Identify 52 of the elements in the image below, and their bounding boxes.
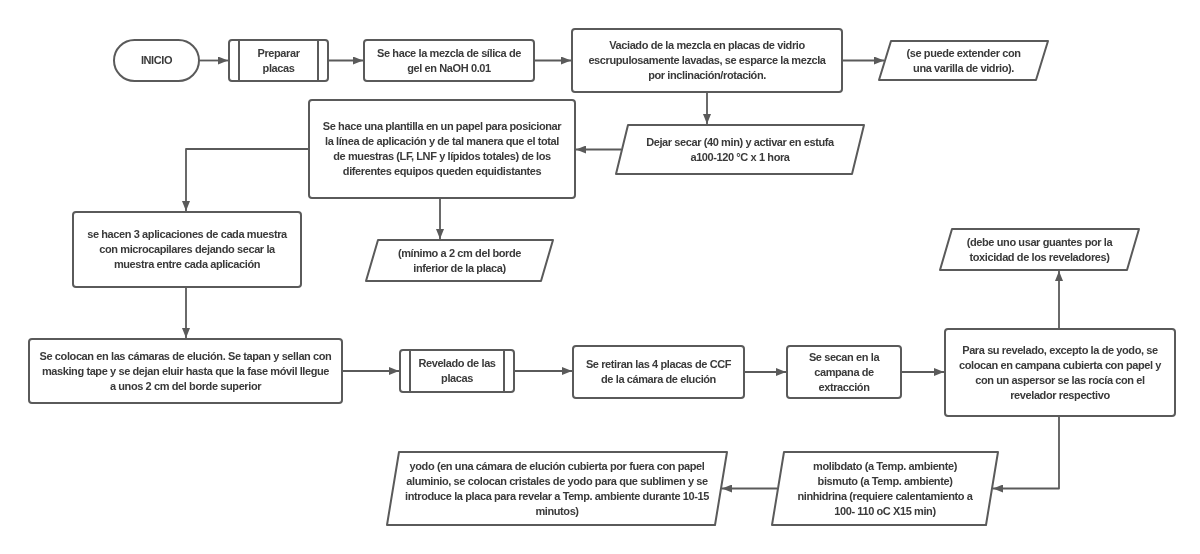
- note-parallelogram: [365, 239, 554, 282]
- process-box: [363, 39, 535, 82]
- arrow: [744, 368, 787, 376]
- step-text: se hacen 3 aplicaciones de cada muestra con microcapilares dejando secar la muestra entre cada aplicación: [86, 227, 289, 272]
- step-text: Se hace una plantilla en un papel para posicionar la línea de aplicación y de tal manera que el total de muestras (LF, LNF y lípidos totales) de los diferentes equipos queden equidistantes: [321, 119, 563, 179]
- arrow: [328, 56, 364, 65]
- process-box: [28, 338, 343, 404]
- arrow: [514, 367, 573, 375]
- step-text: Se hace la mezcla de sílica de gel en NaOH 0.01: [376, 45, 522, 76]
- step-text: INICIO: [140, 53, 173, 68]
- step-text: Preparar placas: [256, 45, 301, 76]
- process-box: [571, 28, 843, 93]
- note-parallelogram: [878, 40, 1049, 81]
- step-text: molibdato (a Temp. ambiente): [813, 458, 957, 474]
- subprocess-box: [228, 39, 329, 82]
- step-text: yodo (en una cámara de elución cubierta por fuera con papel aluminio, se colocan cristales de yodo para que sublimen y se introduce la placa para revelar a Temp. ambiente durante 10-15 minutos): [404, 458, 710, 519]
- arrow: [901, 368, 945, 376]
- arrow: [182, 287, 190, 339]
- arrow: [436, 198, 444, 240]
- arrow: [342, 367, 400, 375]
- process-box: [944, 328, 1176, 417]
- step-text: Se retiran las 4 placas de CCF de la cámara de elución: [584, 357, 733, 387]
- start-terminal: [113, 39, 200, 82]
- process-box: [786, 345, 902, 399]
- process-box: [308, 99, 576, 199]
- step-text: Se colocan en las cámaras de elución. Se tapan y sellan con masking tape y se dejan eluir hasta que la fase móvil llegue a unos 2 cm del borde superior: [38, 348, 333, 394]
- step-text: Para su revelado, excepto la de yodo, se colocan en campana cubierta con papel y con un aspersor se las rocía con el revelador respectivo: [958, 342, 1162, 403]
- arrow: [842, 56, 885, 65]
- subprocess-box: [399, 349, 515, 393]
- step-text: Revelado de las placas: [417, 356, 497, 386]
- note-parallelogram: [771, 451, 999, 526]
- process-box: [572, 345, 745, 399]
- arrow: [721, 484, 778, 493]
- step-text: Vaciado de la mezcla en placas de vidrio escrupulosamente lavadas, se esparce la mezcla por inclinación/rotación.: [587, 38, 827, 83]
- step-text: Se secan en la campana de extracción: [807, 349, 881, 395]
- step-text: (mínimo a 2 cm del borde inferior de la placa): [396, 245, 522, 276]
- note-parallelogram: [386, 451, 728, 526]
- step-text: ninhidrina (requiere calentamiento a 100- 110 oC X15 min): [796, 488, 974, 519]
- arrow: [992, 416, 1060, 493]
- process-box: [72, 211, 302, 288]
- arrow: [534, 56, 572, 65]
- step-text: (debe uno usar guantes por la toxicidad de los reveladores): [965, 234, 1114, 265]
- arrow: [199, 56, 229, 65]
- step-text: (se puede extender con una varilla de vidrio).: [905, 45, 1022, 76]
- arrow: [703, 92, 711, 125]
- note-parallelogram: [615, 124, 865, 175]
- arrow: [182, 148, 309, 212]
- arrow: [575, 145, 622, 154]
- note-parallelogram: [939, 228, 1140, 271]
- arrow: [1055, 270, 1063, 329]
- step-text: bismuto (a Temp. ambiente): [817, 473, 953, 489]
- step-text: Dejar secar (40 min) y activar en estufa a100-120 °C x 1 hora: [645, 134, 836, 165]
